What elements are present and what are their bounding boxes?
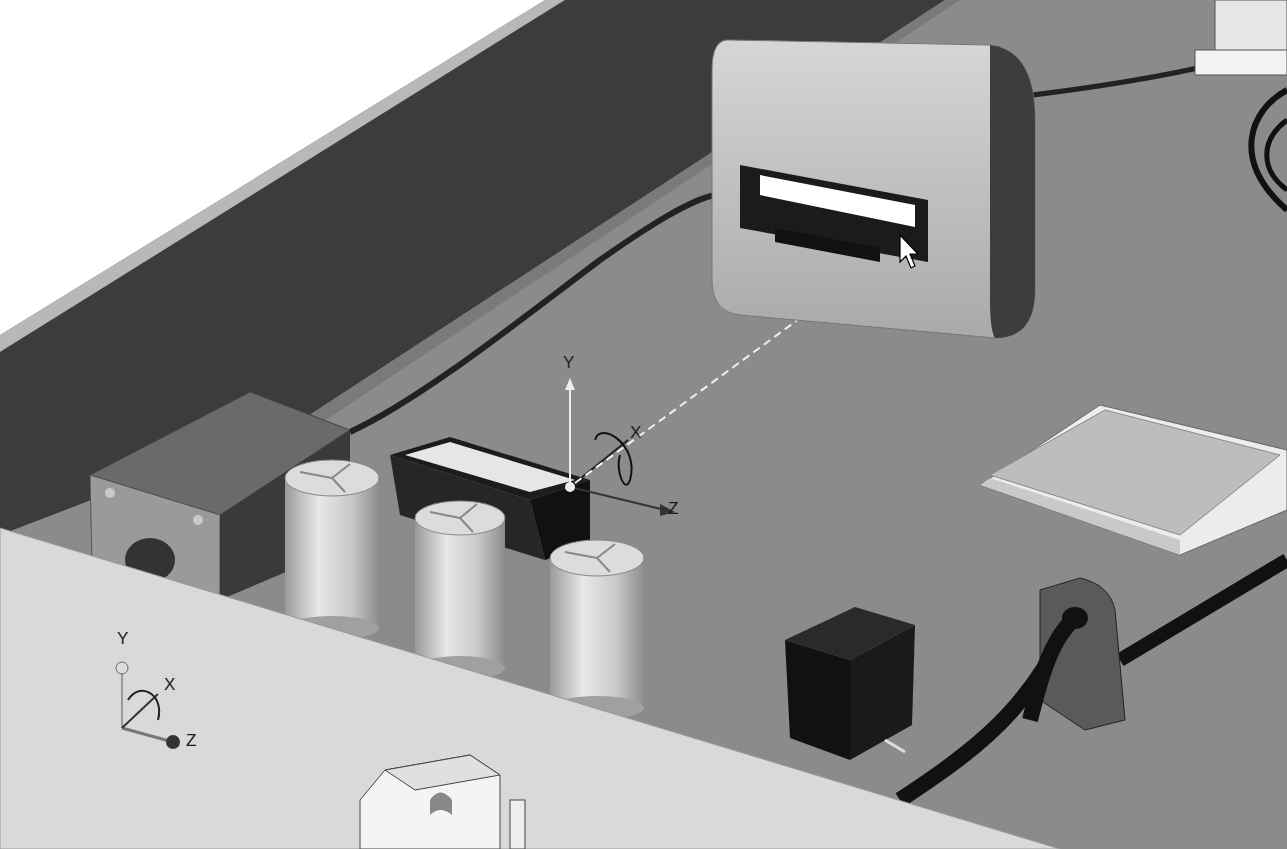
view-triad [116, 662, 180, 749]
axis-label: X [164, 676, 175, 693]
cable [1030, 618, 1075, 720]
connector [1195, 50, 1287, 75]
axis-label: Y [563, 354, 574, 371]
move-triad [565, 378, 675, 516]
switch [360, 755, 525, 849]
connector [1215, 0, 1287, 55]
transformer [105, 488, 115, 498]
relay-pin [885, 740, 905, 752]
chip [990, 410, 1280, 535]
chip [980, 405, 1287, 555]
axis-label: Z [186, 732, 196, 749]
capacitor [285, 460, 380, 640]
cable [1120, 560, 1287, 660]
relay [850, 625, 915, 760]
relay [785, 640, 850, 760]
mouse-cursor [900, 235, 918, 268]
front-wall [0, 528, 1060, 849]
capacitor [415, 501, 505, 680]
axis-label: X [630, 424, 641, 441]
cable [350, 195, 715, 432]
cable [900, 615, 1075, 800]
axis-label: Z [668, 500, 678, 517]
cable [1267, 120, 1287, 190]
cable [1251, 90, 1287, 210]
card-reader [712, 40, 1035, 338]
transformer [193, 515, 203, 525]
capacitor [550, 540, 645, 720]
axis-label: Y [117, 630, 128, 647]
